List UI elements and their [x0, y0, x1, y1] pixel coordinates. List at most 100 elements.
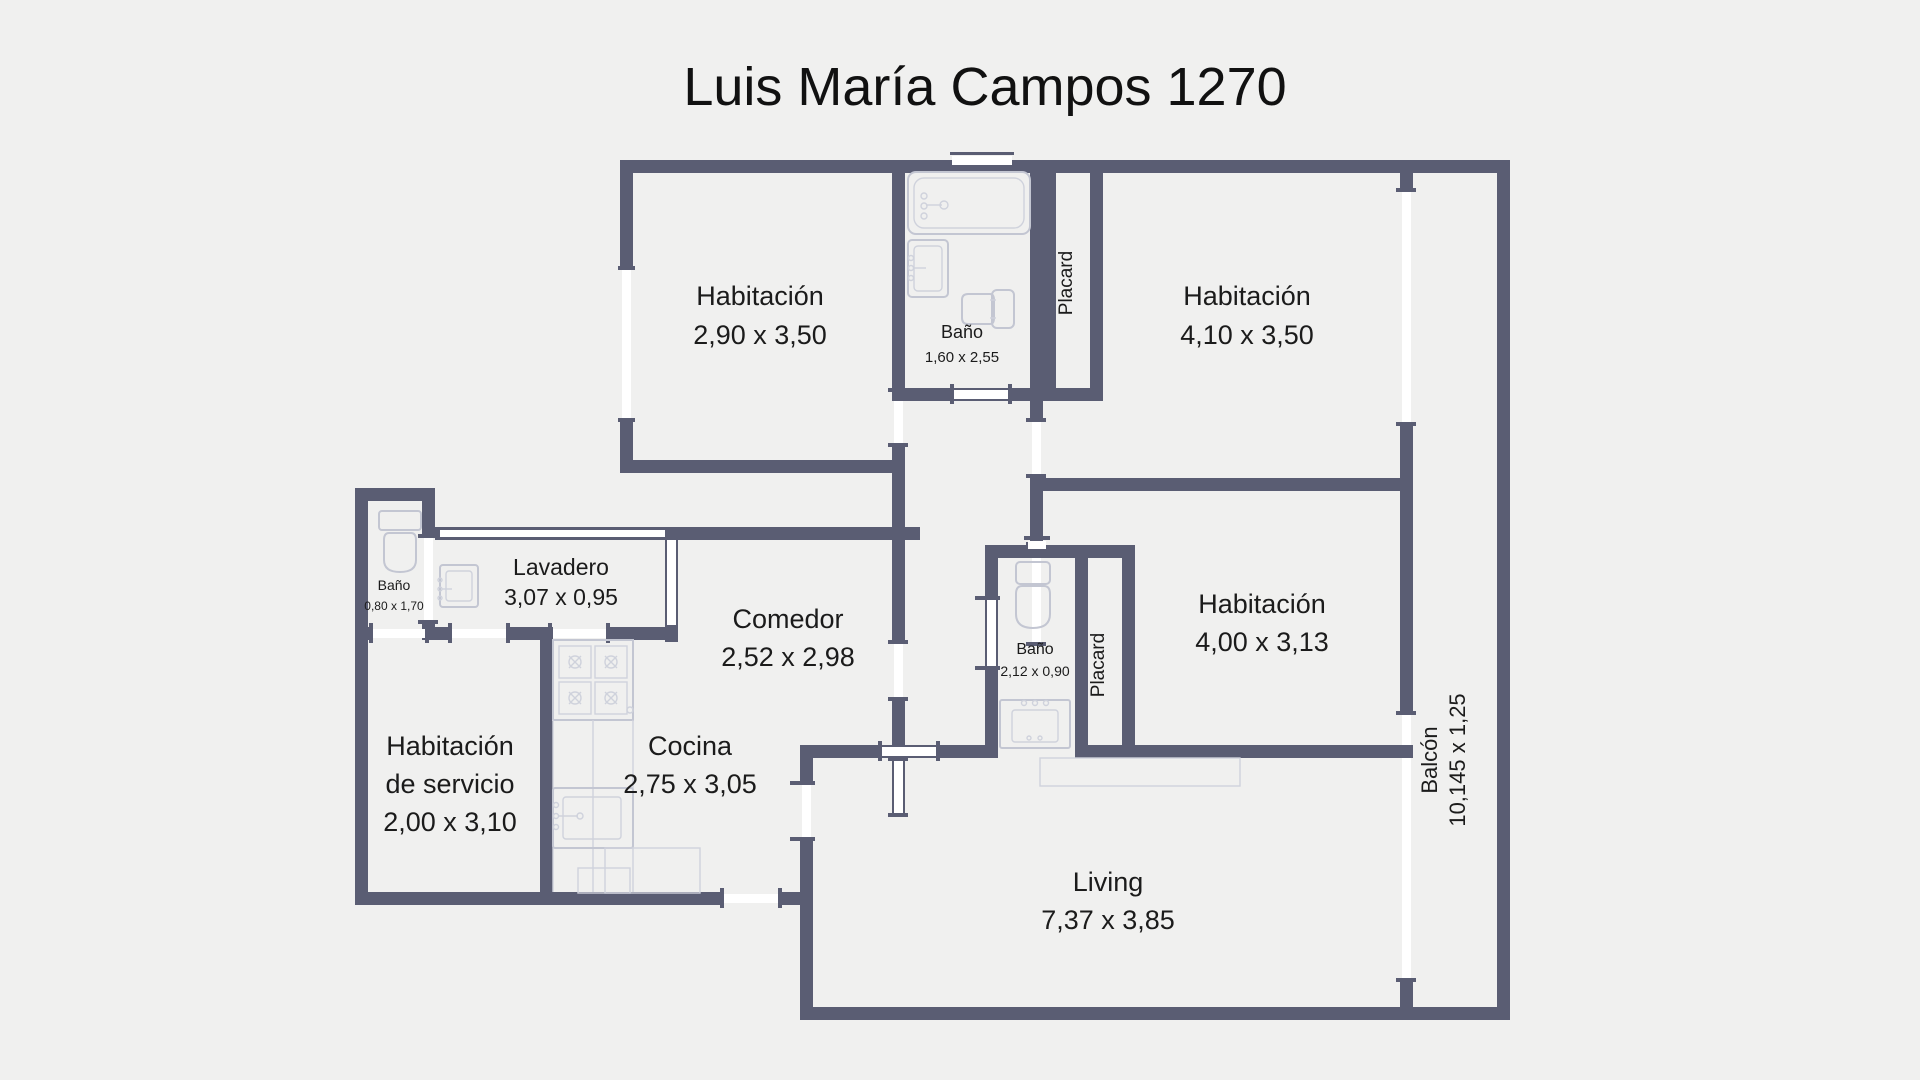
label-placard-1: Placard [1056, 251, 1077, 315]
label-bedroom-1-name: Habitación [696, 281, 824, 311]
wall-service-bottom [355, 892, 675, 905]
window-bath1-edge-top [950, 152, 1014, 155]
label-service-room-name-2: de servicio [385, 769, 514, 799]
wall-bedroom1-bottom [620, 460, 905, 473]
wall-corridor-left-lower [892, 473, 905, 643]
wall-bath2-right [1075, 545, 1088, 750]
door-cap-bath1-left [950, 384, 954, 404]
stove-fixture [552, 639, 634, 721]
kitchen-furniture [577, 847, 701, 894]
label-placard-2: Placard [1088, 633, 1109, 697]
window-living-left [802, 785, 811, 837]
label-service-bath-name: Baño [378, 577, 411, 593]
toilet-fixture-bath2 [1015, 561, 1051, 630]
wall-bath1-right [1030, 160, 1043, 392]
wall-servicebath-left [355, 488, 368, 640]
door-cap-sb-top [418, 534, 438, 538]
door-cap-cl-bottom [1026, 642, 1046, 646]
door-corridor-living [1032, 546, 1041, 642]
wall-left-upper-b [620, 418, 633, 473]
window-bath2-cap [1024, 536, 1050, 540]
label-service-bath-dim: 0,80 x 1,70 [364, 599, 424, 613]
label-living-name: Living [1073, 867, 1144, 897]
label-balcony-name: Balcón [1417, 726, 1442, 793]
wall-balcony-b [1400, 425, 1413, 715]
door-cap-kitchen-top [888, 757, 908, 761]
wall-kitchen-bottom-a [662, 892, 722, 905]
door-cap-bath1-right [1008, 384, 1012, 404]
window-cap-b2-top [1396, 188, 1416, 192]
door-cap-kl-left [720, 888, 724, 908]
wall-placard2-bottom [1075, 745, 1135, 758]
door-cap-sl-left [369, 623, 373, 643]
label-bedroom-2-dim: 4,10 x 3,50 [1180, 320, 1314, 350]
label-bedroom-2-name: Habitación [1183, 281, 1311, 311]
sink-fixture-bath1 [907, 239, 949, 298]
wall-kitchen-bottom-b [780, 892, 813, 905]
wall-corridor-left-upper [892, 160, 905, 392]
window-cap-living-bottom [1396, 978, 1416, 982]
wall-service-left-exterior [355, 640, 368, 905]
wall-corridor-right-b [1030, 491, 1043, 546]
wall-sw-c [508, 627, 550, 640]
wall-top-exterior [620, 160, 1510, 173]
label-bathroom-2-name: Baño [1016, 641, 1053, 658]
toilet-fixture-service [378, 510, 422, 574]
label-bedroom-1-dim: 2,90 x 3,50 [693, 320, 827, 350]
label-balcony-dim: 10,145 x 1,25 [1445, 693, 1470, 826]
door-kitchen-corridor [894, 760, 903, 815]
wall-living-left-b [800, 840, 813, 1020]
wall-placard1-right [1090, 160, 1103, 392]
door-cap-dining-bottom [888, 697, 908, 701]
label-laundry-name: Lavadero [513, 554, 609, 580]
label-living-dim: 7,37 x 3,85 [1041, 905, 1175, 935]
kitchen-sink-fixture [552, 787, 634, 849]
window-laundry [440, 530, 665, 537]
wall-sw-d [608, 627, 678, 640]
door-bath1 [952, 390, 1010, 399]
window-cap-living-top [1396, 711, 1416, 715]
wall-servicebath-top [355, 488, 435, 501]
window-bedroom2-balcony [1402, 192, 1411, 424]
door-laundry-service [450, 629, 508, 638]
window-cap-bottom-1 [618, 418, 635, 422]
label-laundry-dim: 3,07 x 0,95 [504, 584, 618, 610]
walls-group [355, 152, 1510, 1020]
door-bath2 [987, 600, 996, 670]
wall-corridor-right-a [1030, 392, 1043, 422]
door-cap-dining-top [888, 640, 908, 644]
label-bathroom-1-dim: 1,60 x 2,55 [925, 349, 999, 366]
wall-bath2-top [985, 545, 1135, 558]
label-bedroom-3-dim: 4,00 x 3,13 [1195, 627, 1329, 657]
sink-fixture-service [437, 564, 479, 608]
door-laundry-kitchen [550, 629, 608, 638]
fixtures-group [378, 171, 1241, 894]
door-bedroom1 [894, 392, 903, 444]
door-cap-sb-bottom [418, 620, 438, 624]
window-bedroom1-left [622, 268, 631, 420]
wall-bedroom2-bottom [1030, 478, 1413, 491]
door-cap-b2-bottom [1026, 474, 1046, 478]
window-bath1-edge-bottom [950, 166, 1014, 169]
wall-left-upper-a [620, 160, 633, 270]
door-cap-bath2-bottom [975, 666, 1000, 670]
window-cap-ll-bottom [790, 837, 815, 841]
wall-dining-top [665, 527, 920, 540]
room-labels-group: Habitación 2,90 x 3,50 Baño 1,60 x 2,55 … [364, 251, 1470, 935]
door-cap-bedroom1-bottom [888, 443, 908, 447]
door-living-dining [880, 747, 938, 756]
door-bedroom2 [1032, 422, 1041, 474]
wall-living-left-a [800, 745, 813, 785]
label-dining-name: Comedor [732, 604, 843, 634]
wall-placard2-right [1122, 545, 1135, 750]
wall-living-bottom [800, 1007, 1510, 1020]
bathtub-fixture [907, 171, 1031, 235]
window-bath2 [1028, 541, 1046, 549]
toilet-fixture-bath1 [961, 289, 1015, 329]
window-cap-ll-top [790, 781, 815, 785]
wall-placard1-left [1043, 160, 1056, 392]
door-cap-ls-left [448, 623, 452, 643]
